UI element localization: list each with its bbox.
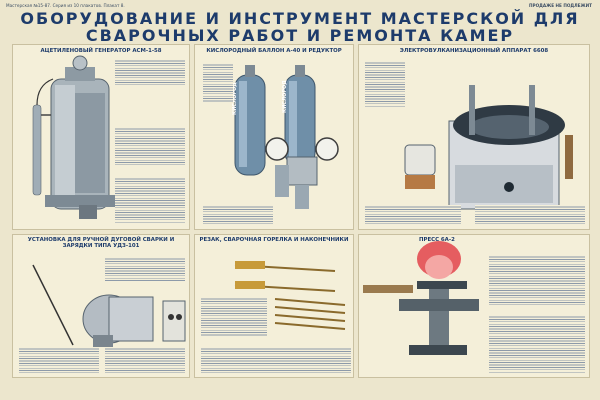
header-right-text: ПРОДАЖЕ НЕ ПОДЛЕЖИТ	[529, 3, 592, 8]
welder-text-block-3	[105, 347, 185, 373]
welding-set-illustration	[32, 264, 186, 347]
oxygen-cylinder-illustration	[234, 65, 339, 209]
header-left-text: Мастерская №15-87. Серия из 10 плакатов.…	[6, 3, 125, 8]
panel-welding-set: УСТАНОВКА ДЛЯ РУЧНОЙ ДУГОВОЙ СВАРКИ И ЗА…	[12, 234, 190, 378]
title-line-1: ОБОРУДОВАНИЕ И ИНСТРУМЕНТ МАСТЕРСКОЙ ДЛЯ	[20, 9, 580, 28]
panel-torch: РЕЗАК, СВАРОЧНАЯ ГОРЕЛКА И НАКОНЕЧНИКИ	[194, 234, 354, 378]
panel-title: АЦЕТИЛЕНОВЫЙ ГЕНЕРАТОР АСМ-1-58	[40, 48, 162, 54]
panel-title: ЭЛЕКТРОВУЛКАНИЗАЦИОННЫЙ АППАРАТ 6608	[399, 48, 549, 54]
page-title: ОБОРУДОВАНИЕ И ИНСТРУМЕНТ МАСТЕРСКОЙ ДЛЯ…	[0, 10, 600, 44]
vulcanizer-illustration	[404, 85, 573, 210]
panel-vulcanizer: ЭЛЕКТРОВУЛКАНИЗАЦИОННЫЙ АППАРАТ 6608	[358, 44, 590, 230]
panel-oxygen-cylinder: КИСЛОРОДНЫЙ БАЛЛОН А-40 И РЕДУКТОР КИСЛО…	[194, 44, 354, 230]
acetylene-generator-illustration	[32, 55, 115, 219]
panel-press: ПРЕСС 6А-2	[358, 234, 590, 378]
panel-title: РЕЗАК, СВАРОЧНАЯ ГОРЕЛКА И НАКОНЕЧНИКИ	[199, 237, 349, 243]
press-illustration	[363, 241, 479, 355]
cylinder-label-right: КИСЛОРОД	[282, 80, 288, 113]
torch-text-block-1	[201, 297, 267, 337]
torch-text-block-2	[201, 347, 351, 373]
welder-text-block-2	[19, 347, 99, 373]
torch-illustration	[234, 261, 346, 330]
vulcanizer-text-block-1	[365, 61, 405, 107]
press-text-block-2	[489, 315, 585, 373]
panel-title: УСТАНОВКА ДЛЯ РУЧНОЙ ДУГОВОЙ СВАРКИ И ЗА…	[27, 237, 175, 250]
acetylene-text-block-1	[115, 59, 185, 85]
oxygen-text-block-2	[203, 205, 273, 225]
panel-title: КИСЛОРОДНЫЙ БАЛЛОН А-40 И РЕДУКТОР	[206, 48, 342, 54]
welder-text-block-1	[105, 257, 185, 281]
vulcanizer-text-block-3	[475, 205, 585, 225]
acetylene-text-block-2	[115, 127, 185, 165]
press-text-block-1	[489, 255, 585, 305]
acetylene-text-block-3	[115, 177, 185, 223]
panel-title: ПРЕСС 6А-2	[419, 237, 455, 243]
panel-acetylene-generator: АЦЕТИЛЕНОВЫЙ ГЕНЕРАТОР АСМ-1-58	[12, 44, 190, 230]
oxygen-text-block-1	[203, 63, 233, 103]
title-line-2: СВАРОЧНЫХ РАБОТ И РЕМОНТА КАМЕР	[85, 26, 515, 45]
vulcanizer-text-block-2	[365, 205, 461, 225]
